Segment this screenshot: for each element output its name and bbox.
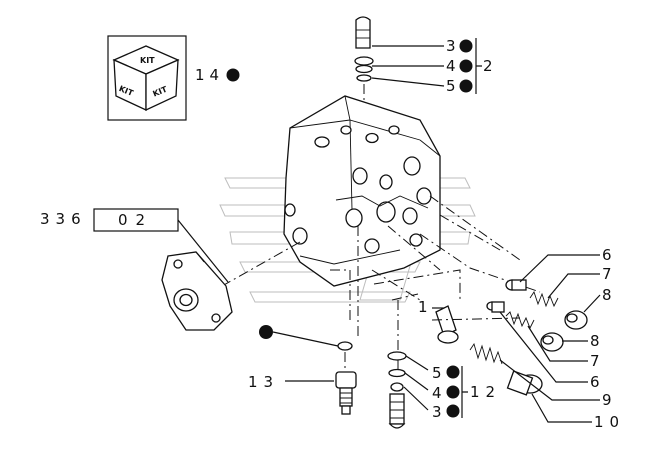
cap-part-8a (564, 310, 588, 330)
valve-body (283, 95, 441, 287)
dot-left-marker (259, 325, 273, 339)
callout-7a: 7 (602, 265, 612, 283)
flange-part (161, 251, 233, 331)
bracket-top (475, 38, 482, 94)
cap-part-8b (540, 332, 564, 352)
callout-6b: 6 (590, 373, 600, 391)
top-seal-3 (354, 56, 374, 66)
callout-bottom-3: 3 (432, 403, 442, 421)
callout-14: 14 (195, 66, 224, 84)
callout-10: 10 (594, 413, 625, 431)
dot-bottom-5 (446, 365, 460, 379)
callout-13: 13 (248, 373, 279, 391)
callout-7b: 7 (590, 352, 600, 370)
plug-part-6a (505, 279, 527, 291)
callout-top-group-2: 2 (483, 57, 493, 75)
kit-box: KIT KIT KIT (107, 35, 187, 121)
top-plug-part (355, 16, 371, 49)
ref-code-suffix: 02 (118, 211, 153, 229)
callout-bottom-4: 4 (432, 384, 442, 402)
callout-8b: 8 (590, 332, 600, 350)
callout-top-3: 3 (446, 37, 456, 55)
dot-top-5 (459, 79, 473, 93)
spring-part-7b (505, 311, 535, 330)
dot-bottom-4 (446, 385, 460, 399)
dot-top-4 (459, 59, 473, 73)
seal-ring-13 (337, 341, 353, 351)
callout-1: 1 (418, 298, 428, 316)
bracket-bottom (461, 366, 468, 418)
kit-dot-marker (226, 68, 240, 82)
bottom-plug-part (388, 393, 406, 429)
plug-part-1 (435, 305, 459, 344)
callout-bottom-5: 5 (432, 364, 442, 382)
callout-bottom-group-12: 12 (470, 383, 501, 401)
kit-face-top: KIT (140, 56, 155, 65)
dot-top-3 (459, 39, 473, 53)
bottom-seal-3 (390, 382, 404, 392)
callout-8a: 8 (602, 286, 612, 304)
plug-part-6b (486, 301, 505, 313)
spring-part-9 (469, 342, 503, 365)
kit-cube-icon: KIT KIT KIT (112, 45, 180, 112)
callout-top-4: 4 (446, 57, 456, 75)
callout-top-5: 5 (446, 77, 456, 95)
callout-9: 9 (602, 391, 612, 409)
sensor-part-13 (335, 371, 357, 415)
bottom-oring-5 (387, 351, 407, 361)
callout-6a: 6 (602, 246, 612, 264)
top-oring-5 (356, 74, 372, 82)
ref-code-prefix: 336 (40, 210, 87, 228)
bottom-washer-4 (388, 368, 406, 378)
top-washer-4 (355, 64, 373, 74)
piston-part-10 (506, 370, 543, 396)
spring-part-7a (529, 290, 559, 308)
dot-bottom-3 (446, 404, 460, 418)
